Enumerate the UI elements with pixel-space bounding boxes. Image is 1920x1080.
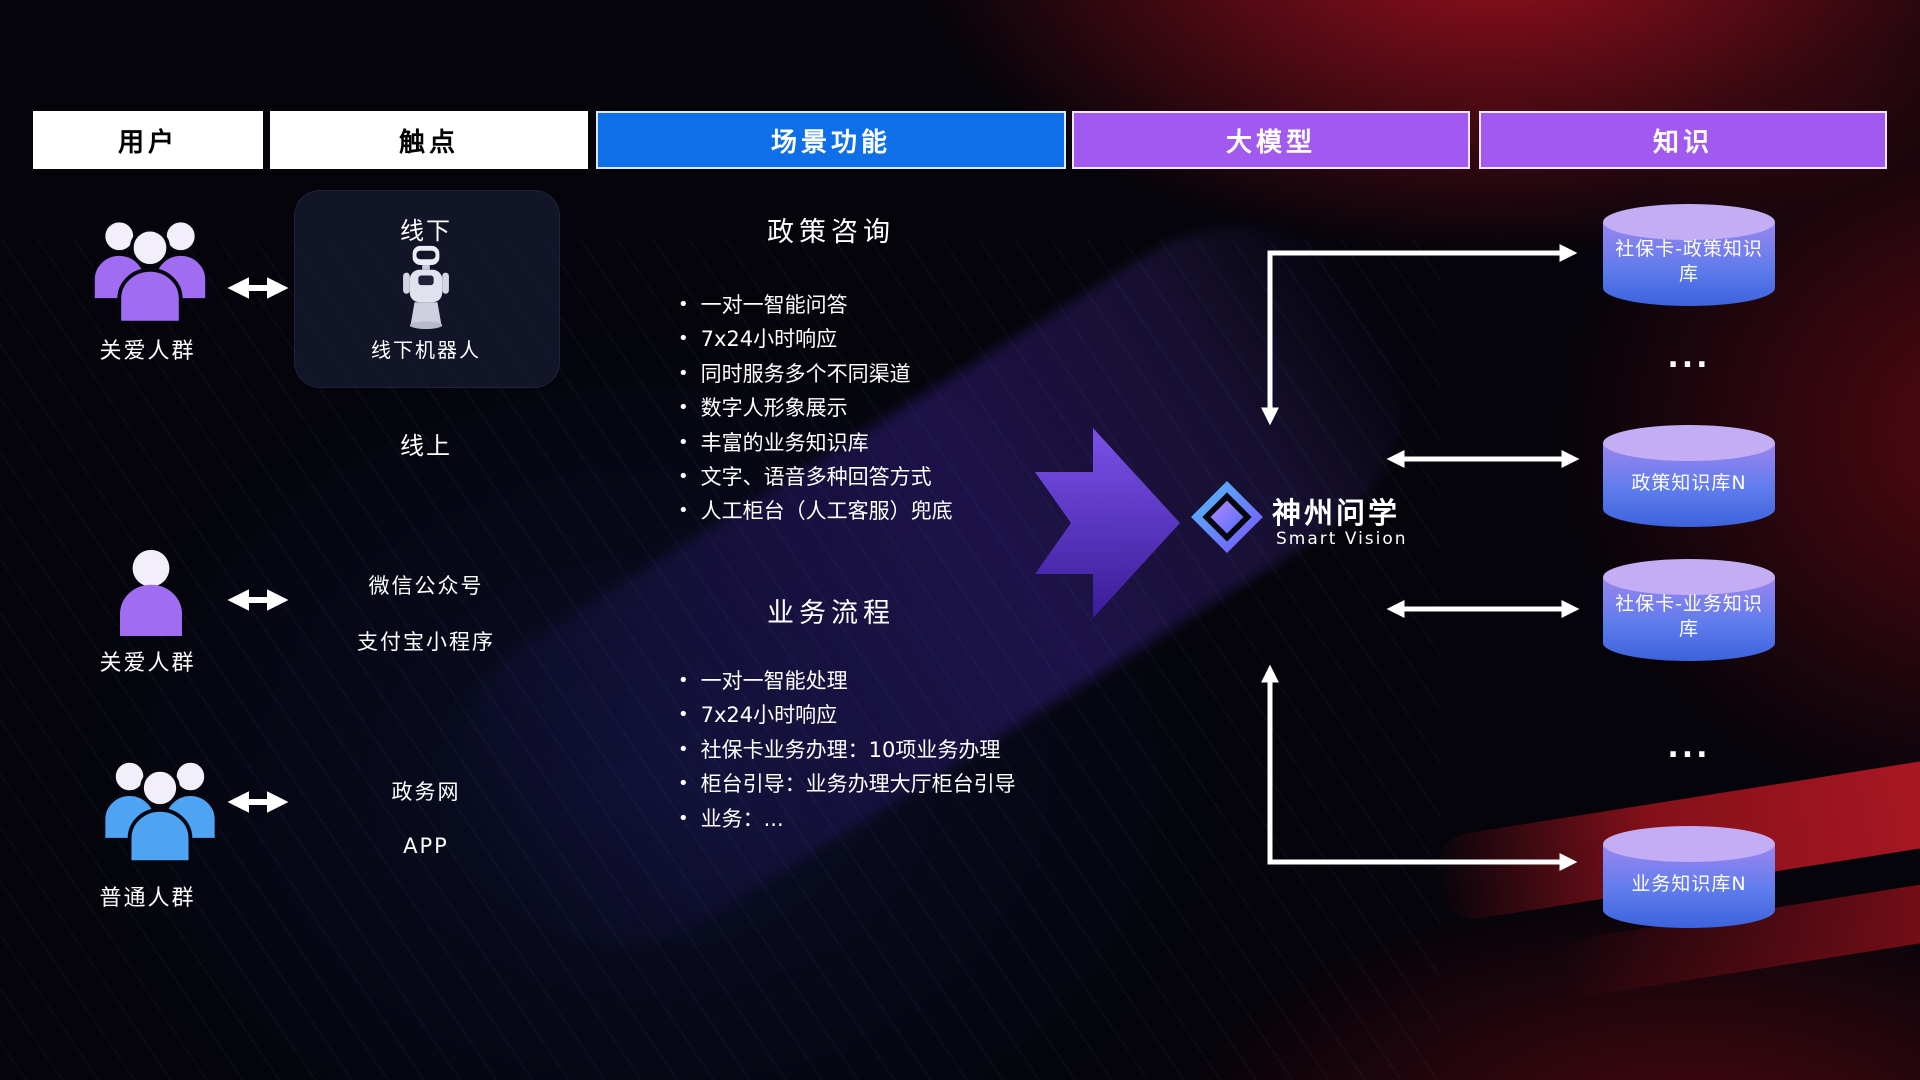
scene-bullet-item: 7x24小时响应 — [678, 323, 953, 357]
database-icon — [1603, 204, 1775, 306]
scene-bullet-item: 业务：... — [678, 803, 1016, 837]
user-group-blue-icon — [102, 759, 218, 864]
header-touchpoint: 触点 — [270, 111, 588, 169]
header-user: 用户 — [33, 111, 263, 169]
scene-section1-list: 一对一智能问答 7x24小时响应 同时服务多个不同渠道 数字人形象展示 丰富的业… — [678, 289, 953, 530]
scene-section2-title: 业务流程 — [767, 598, 895, 629]
scene-bullet-item: 丰富的业务知识库 — [678, 427, 953, 461]
knowledge-db2-label: 政策知识库N — [1631, 471, 1747, 494]
scene-bullet-item: 7x24小时响应 — [678, 699, 1016, 733]
header-knowledge: 知识 — [1479, 111, 1887, 169]
database-icon — [1603, 425, 1775, 527]
scene-bullet-item: 人工柜台（人工客服）兜底 — [678, 495, 953, 529]
knowledge-db-cylinder: 业务知识库N — [1601, 824, 1777, 930]
model-db1-arrow-icon — [1261, 244, 1578, 426]
offline-title: 线下 — [400, 217, 452, 245]
knowledge-db-cylinder: 政策知识库N — [1601, 423, 1777, 529]
brand-diamond-logo-icon — [1191, 481, 1263, 553]
knowledge-ellipsis: ... — [1667, 730, 1711, 765]
scene-bullet-item: 同时服务多个不同渠道 — [678, 358, 953, 392]
scene-bullet-item: 数字人形象展示 — [678, 392, 953, 426]
database-icon — [1603, 559, 1775, 661]
channel-wechat: 微信公众号 — [368, 574, 484, 598]
header-model: 大模型 — [1072, 111, 1470, 169]
header-scene: 场景功能 — [596, 111, 1066, 169]
knowledge-db3-label: 社保卡-业务知识库 — [1615, 593, 1763, 640]
user-person-purple-icon — [120, 549, 182, 637]
brand-name: 神州问学 — [1272, 496, 1401, 530]
database-icon — [1603, 826, 1775, 928]
flow-arrow-icon — [1035, 428, 1180, 618]
knowledge-db-cylinder: 社保卡-政策知识库 — [1601, 202, 1777, 308]
knowledge-db4-label: 业务知识库N — [1631, 872, 1747, 895]
robot-icon — [403, 245, 449, 330]
knowledge-db-cylinder: 社保卡-业务知识库 — [1601, 557, 1777, 663]
channel-gov-web: 政务网 — [391, 780, 461, 804]
scene-section1-title: 政策咨询 — [767, 217, 895, 248]
scene-bullet-item: 一对一智能处理 — [678, 665, 1016, 699]
online-title: 线上 — [400, 432, 452, 460]
scene-section2-list: 一对一智能处理 7x24小时响应 社保卡业务办理：10项业务办理 柜台引导：业务… — [678, 665, 1016, 837]
knowledge-db1-label: 社保卡-政策知识库 — [1615, 238, 1763, 285]
user-group3-label: 普通人群 — [99, 886, 196, 911]
user-group1-label: 关爱人群 — [99, 339, 196, 364]
scene-bullet-item: 文字、语音多种回答方式 — [678, 461, 953, 495]
scene-bullet-item: 柜台引导：业务办理大厅柜台引导 — [678, 768, 1016, 802]
channel-app: APP — [403, 834, 449, 858]
scene-bullet-item: 一对一智能问答 — [678, 289, 953, 323]
user-group2-label: 关爱人群 — [99, 651, 196, 676]
user-group-purple-icon — [91, 219, 209, 325]
channel-alipay: 支付宝小程序 — [357, 630, 495, 654]
offline-robot-label: 线下机器人 — [371, 338, 481, 362]
knowledge-ellipsis: ... — [1667, 340, 1711, 375]
brand-subtitle: Smart Vision — [1276, 529, 1408, 549]
scene-bullet-item: 社保卡业务办理：10项业务办理 — [678, 734, 1016, 768]
